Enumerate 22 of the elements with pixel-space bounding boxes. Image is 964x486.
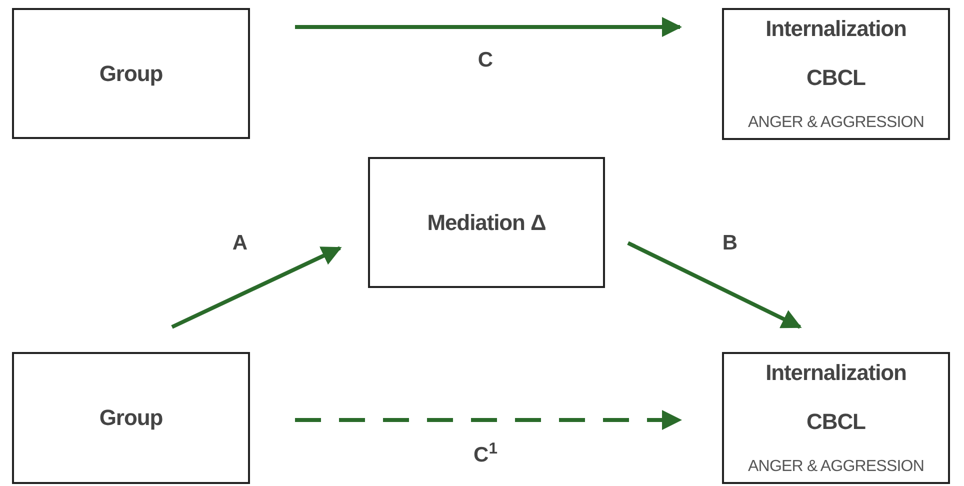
edge-label: B bbox=[722, 232, 738, 254]
process-box bbox=[368, 157, 605, 288]
box-subtitle: ANGER & AGGRESSION bbox=[748, 457, 924, 477]
arrow bbox=[295, 410, 682, 430]
box-title: Internalization bbox=[766, 15, 906, 42]
box-subtitle: ANGER & AGGRESSION bbox=[748, 113, 924, 133]
arrow bbox=[171, 246, 342, 329]
box-title: Internalization bbox=[766, 359, 906, 386]
arrow bbox=[295, 17, 682, 37]
box-title: Group bbox=[99, 60, 163, 88]
box-title: CBCL bbox=[806, 64, 866, 92]
process-box bbox=[722, 352, 950, 484]
edge-label: C bbox=[478, 50, 494, 70]
box-title: Group bbox=[99, 404, 163, 432]
edge-label: A bbox=[232, 232, 248, 253]
process-box bbox=[722, 8, 950, 140]
process-box bbox=[12, 352, 250, 484]
box-title: CBCL bbox=[806, 408, 866, 436]
box-title: Mediation Δ bbox=[427, 208, 546, 236]
edge-label: C$^{1}$ bbox=[474, 444, 498, 466]
arrow bbox=[627, 241, 802, 329]
process-box bbox=[12, 8, 250, 139]
